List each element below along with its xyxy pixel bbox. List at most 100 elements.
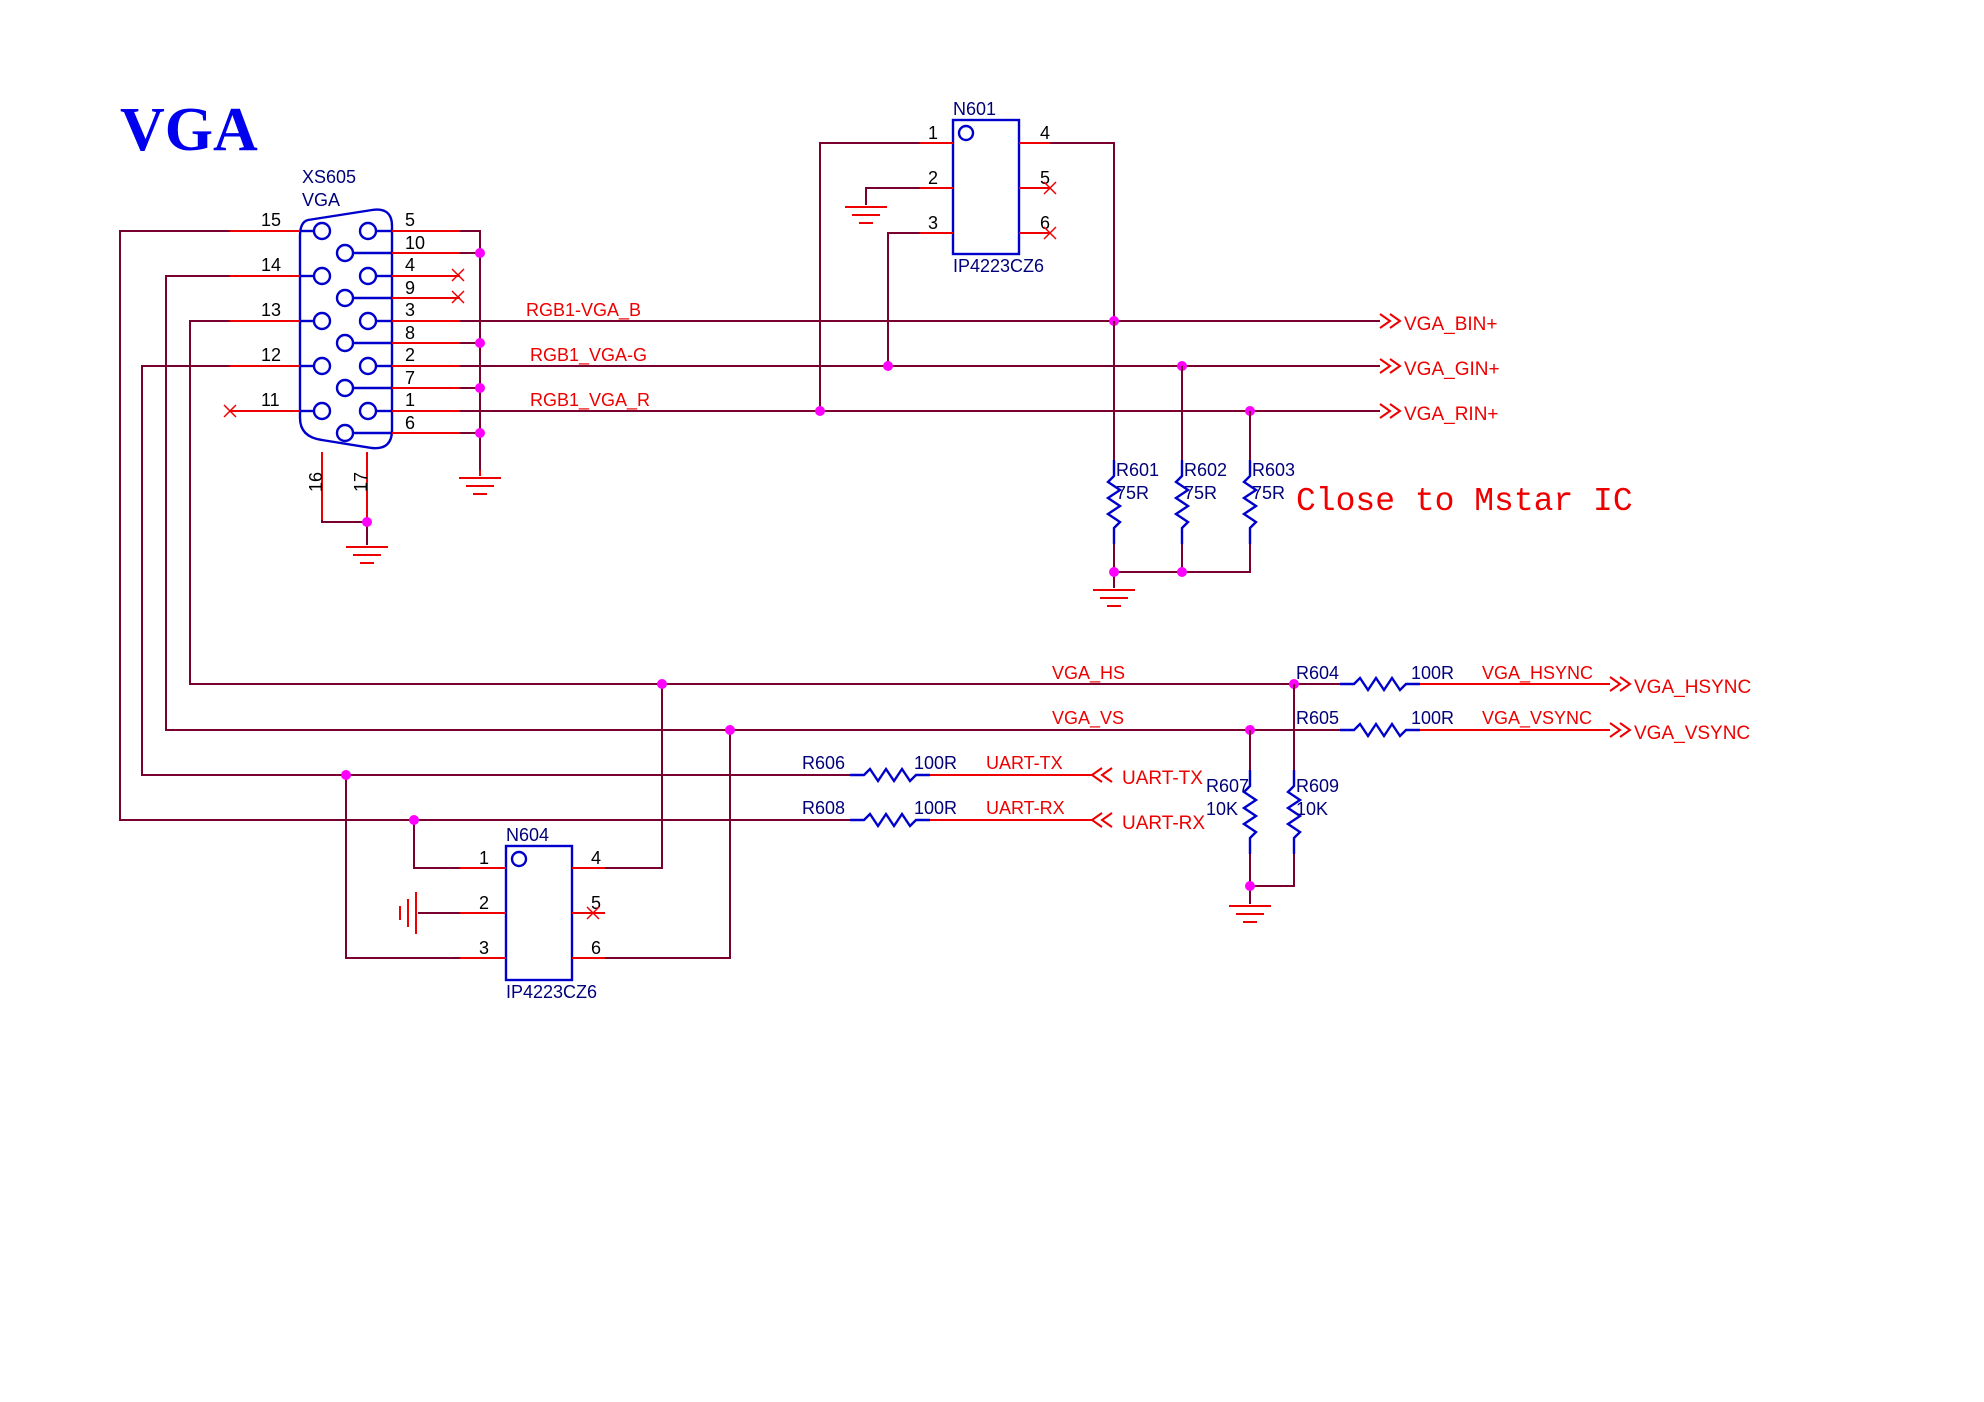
svg-text:R605: R605	[1296, 708, 1339, 728]
svg-text:VGA_VSYNC: VGA_VSYNC	[1634, 723, 1750, 744]
svg-text:UART-TX: UART-TX	[1122, 768, 1203, 789]
pin-hole-10	[335, 243, 355, 263]
ground-symbol-connector	[459, 470, 501, 495]
port-vga-bin: VGA_BIN+	[1379, 313, 1497, 335]
pin-label-3: 3	[405, 300, 415, 320]
junction	[362, 517, 372, 527]
pin-label-17: 17	[351, 472, 371, 492]
svg-text:1: 1	[928, 123, 938, 143]
pin-hole-8	[335, 333, 355, 353]
port-vga-hsync: VGA_HSYNC	[1609, 676, 1751, 698]
svg-text:75R: 75R	[1252, 483, 1285, 503]
connector-ground-bus	[460, 230, 485, 470]
net-label-vga-vs: VGA_VS	[1052, 708, 1124, 729]
svg-text:3: 3	[928, 213, 938, 233]
ic-n601: N601 IP4223CZ6 1 2 3 4 5 6	[920, 99, 1057, 276]
svg-text:6: 6	[1040, 213, 1050, 233]
sync-series-resistors: R604 100R VGA_HSYNC R605 100R VGA_VSYNC	[1250, 663, 1610, 739]
pin-hole-9	[335, 288, 355, 308]
pin-label-6: 6	[405, 413, 415, 433]
pin-label-7: 7	[405, 368, 415, 388]
svg-text:R606: R606	[802, 753, 845, 773]
svg-text:6: 6	[591, 938, 601, 958]
pin-label-11: 11	[261, 390, 280, 410]
resistor-r604	[1340, 675, 1420, 693]
pin-label-4: 4	[405, 255, 415, 275]
sync-pulldown-resistors: R607 10K R609 10K	[1206, 679, 1339, 904]
resistor-r609	[1285, 770, 1303, 854]
pin-hole-15	[312, 221, 332, 241]
pin-hole-2	[358, 356, 378, 376]
connector-ref: XS605	[302, 167, 356, 187]
resistor-r603	[1241, 460, 1259, 544]
termination-resistors: R601 75R R602 75R R603 75R	[1105, 321, 1295, 588]
design-note: Close to Mstar IC	[1296, 483, 1633, 520]
svg-text:4: 4	[591, 848, 601, 868]
svg-text:100R: 100R	[1411, 708, 1454, 728]
svg-text:10K: 10K	[1296, 799, 1328, 819]
pin-hole-6	[335, 423, 355, 443]
pin-label-9: 9	[405, 278, 415, 298]
svg-text:R602: R602	[1184, 460, 1227, 480]
svg-text:10K: 10K	[1206, 799, 1238, 819]
ground-symbol-shield	[346, 546, 388, 564]
svg-text:R607: R607	[1206, 776, 1249, 796]
net-label-vga-hsync: VGA_HSYNC	[1482, 663, 1593, 684]
net-label-uart-tx: UART-TX	[986, 753, 1063, 773]
svg-text:5: 5	[591, 893, 601, 913]
port-uart-rx: UART-RX	[1090, 812, 1205, 834]
pin-hole-4	[358, 266, 378, 286]
ic-n601-value: IP4223CZ6	[953, 256, 1044, 276]
svg-text:R601: R601	[1116, 460, 1159, 480]
connector-value: VGA	[302, 190, 340, 210]
svg-text:100R: 100R	[1411, 663, 1454, 683]
pin-hole-5	[358, 221, 378, 241]
sync-uart-nets: VGA_HS VGA_VS	[119, 230, 1294, 821]
svg-text:4: 4	[1040, 123, 1050, 143]
svg-text:VGA_BIN+: VGA_BIN+	[1404, 314, 1497, 335]
svg-text:2: 2	[479, 893, 489, 913]
svg-text:2: 2	[928, 168, 938, 188]
resistor-r601	[1105, 460, 1123, 544]
net-label-rgb-r: RGB1_VGA_R	[530, 390, 650, 411]
pin-hole-7	[335, 378, 355, 398]
svg-text:R609: R609	[1296, 776, 1339, 796]
n601-wiring	[815, 142, 1119, 416]
svg-text:R608: R608	[802, 798, 845, 818]
pin-hole-11	[312, 401, 332, 421]
ground-symbol-n604	[399, 892, 417, 934]
svg-text:UART-RX: UART-RX	[1122, 813, 1205, 834]
port-vga-rin: VGA_RIN+	[1379, 403, 1499, 425]
ic-n604-ref: N604	[506, 825, 549, 845]
pin-label-8: 8	[405, 323, 415, 343]
svg-text:75R: 75R	[1116, 483, 1149, 503]
svg-text:VGA_HSYNC: VGA_HSYNC	[1634, 677, 1751, 698]
net-label-rgb-g: RGB1_VGA-G	[530, 345, 647, 366]
rgb-nets: RGB1-VGA_B RGB1_VGA-G RGB1_VGA_R	[460, 300, 1380, 412]
pin-hole-13	[312, 311, 332, 331]
svg-text:75R: 75R	[1184, 483, 1217, 503]
pin-hole-14	[312, 266, 332, 286]
pin-label-14: 14	[261, 255, 281, 275]
pin-hole-1	[358, 401, 378, 421]
pin-hole-3	[358, 311, 378, 331]
svg-text:3: 3	[479, 938, 489, 958]
ground-symbol-n601	[845, 206, 887, 224]
pin-label-12: 12	[261, 345, 281, 365]
svg-text:R604: R604	[1296, 663, 1339, 683]
uart-series-resistors: R606 100R UART-TX R608 100R UART-RX	[802, 753, 1092, 829]
sheet-title: VGA	[120, 96, 258, 164]
svg-text:VGA_GIN+: VGA_GIN+	[1404, 359, 1500, 380]
svg-text:5: 5	[1040, 168, 1050, 188]
port-vga-vsync: VGA_VSYNC	[1609, 722, 1750, 744]
resistor-r605	[1340, 721, 1420, 739]
resistor-r608	[850, 811, 930, 829]
svg-text:1: 1	[479, 848, 489, 868]
resistor-r607	[1241, 770, 1259, 854]
net-label-vga-hs: VGA_HS	[1052, 663, 1125, 684]
ground-symbol-pulldown	[1229, 905, 1271, 923]
net-label-vga-vsync: VGA_VSYNC	[1482, 708, 1592, 729]
pin-label-13: 13	[261, 300, 281, 320]
port-vga-gin: VGA_GIN+	[1379, 358, 1500, 380]
